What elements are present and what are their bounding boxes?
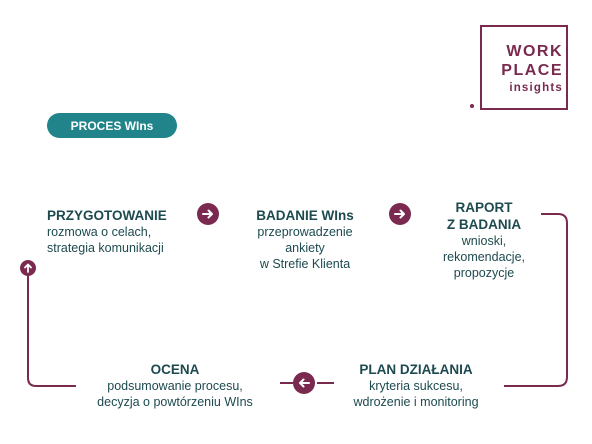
- step-desc-line: rozmowa o celach,: [47, 225, 152, 239]
- step-przygotowanie: PRZYGOTOWANIE rozmowa o celach, strategi…: [47, 207, 167, 256]
- logo-line-insights: insights: [509, 82, 563, 94]
- logo-line-work: WORK: [506, 43, 563, 60]
- step-title: PRZYGOTOWANIE: [47, 208, 167, 223]
- step-desc-line: rekomendacje,: [443, 250, 525, 264]
- step-desc-line: przeprowadzenie: [257, 225, 353, 239]
- step-desc-line: kryteria sukcesu,: [369, 379, 463, 393]
- step-title-line: RAPORT: [455, 200, 513, 215]
- step-desc-line: wnioski,: [461, 234, 507, 248]
- step-desc-line: ankiety: [285, 241, 325, 255]
- step-plan-dzialania: PLAN DZIAŁANIA kryteria sukcesu, wdrożen…: [340, 361, 492, 410]
- arrow-left-icon: [293, 372, 315, 394]
- step-desc-line: wdrożenie i monitoring: [353, 395, 479, 409]
- step-ocena: OCENA podsumowanie procesu, decyzja o po…: [82, 361, 268, 410]
- step-title: OCENA: [150, 362, 200, 377]
- step-desc-line: decyzja o powtórzeniu WIns: [97, 395, 253, 409]
- arrow-up-icon: [20, 260, 36, 276]
- arrow-right-icon: [197, 203, 219, 225]
- step-desc-line: propozycje: [453, 266, 515, 280]
- logo-line-place: PLACE: [501, 62, 563, 79]
- process-badge: PROCES WIns: [47, 113, 177, 138]
- step-title: BADANIE WIns: [256, 208, 354, 223]
- arrow-right-icon: [389, 203, 411, 225]
- step-badanie: BADANIE WIns przeprowadzenie ankiety w S…: [246, 207, 364, 272]
- step-desc-line: podsumowanie procesu,: [107, 379, 243, 393]
- step-title: PLAN DZIAŁANIA: [359, 362, 473, 377]
- connector-left-loop: [27, 276, 76, 387]
- connector-right-loop: [504, 213, 568, 387]
- step-desc-line: strategia komunikacji: [47, 241, 164, 255]
- step-title-line: Z BADANIA: [446, 217, 522, 232]
- step-desc-line: w Strefie Klienta: [259, 257, 351, 271]
- logo-dot: [470, 104, 474, 108]
- step-raport: RAPORT Z BADANIA wnioski, rekomendacje, …: [433, 199, 535, 281]
- workplace-insights-logo: WORK PLACE insights: [480, 25, 568, 110]
